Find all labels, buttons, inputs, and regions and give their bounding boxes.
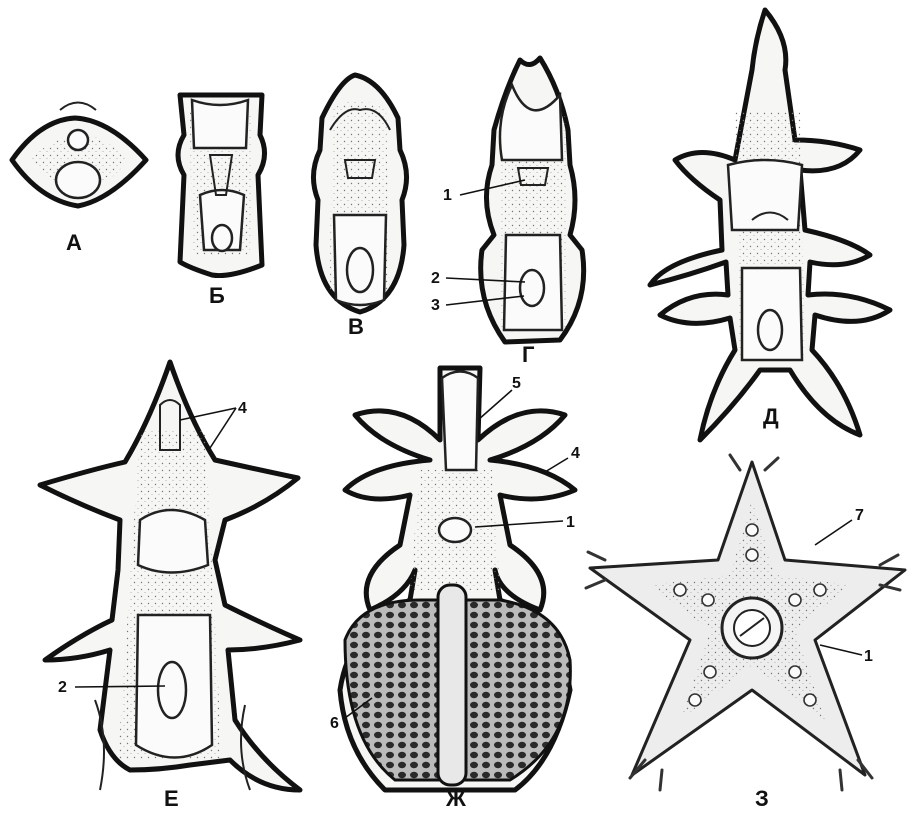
label-zh-5: 5 — [512, 375, 521, 392]
leader-e-4b — [210, 408, 236, 448]
leader-e-2 — [75, 686, 165, 687]
label-e-4: 4 — [238, 400, 247, 417]
stage-a-larva — [12, 103, 146, 207]
label-zh-1: 1 — [566, 514, 575, 531]
leader-zh-4 — [545, 458, 568, 472]
label-z-7: 7 — [855, 507, 864, 524]
label-stage-zh: Ж — [445, 786, 466, 810]
label-g-2: 2 — [431, 270, 440, 287]
leader-z-7 — [815, 520, 852, 545]
label-g-1: 1 — [443, 187, 452, 204]
label-g-3: 3 — [431, 297, 440, 314]
label-z-1: 1 — [864, 648, 873, 665]
label-stage-b: Б — [209, 283, 225, 308]
leader-zh-5 — [478, 390, 512, 420]
stage-zh-larva — [340, 368, 575, 790]
label-stage-g: Г — [522, 342, 535, 367]
label-zh-6: 6 — [330, 715, 339, 732]
stage-e-larva — [40, 362, 300, 790]
label-stage-z: З — [755, 786, 769, 810]
stage-v-larva — [313, 75, 406, 312]
label-stage-v: В — [348, 314, 364, 339]
label-stage-d: Д — [763, 404, 779, 429]
label-stage-a: А — [66, 230, 82, 255]
stage-z-juvenile-star — [586, 455, 905, 790]
leader-z-1 — [820, 645, 862, 655]
label-stage-e: Е — [164, 786, 179, 810]
label-zh-4: 4 — [571, 445, 580, 462]
stage-d-larva — [650, 10, 890, 440]
stage-b-larva — [178, 95, 265, 276]
label-e-2: 2 — [58, 679, 67, 696]
